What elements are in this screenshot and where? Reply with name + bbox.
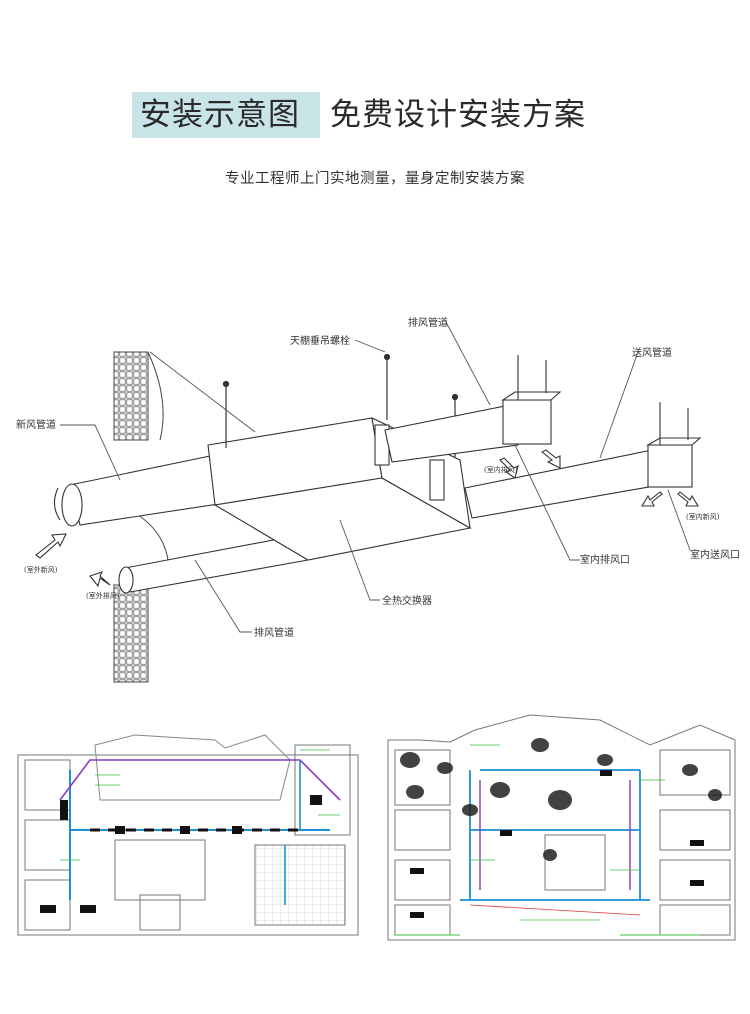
label-indoor-fresh: (室内新风) (686, 512, 720, 521)
exhaust-duct-upper (384, 355, 562, 463)
label-exhaust-duct-bottom: 排风管道 (254, 626, 294, 639)
label-heat-exchanger: 全热交换器 (382, 594, 432, 607)
label-ceiling-bolt: 天棚垂吊螺栓 (290, 334, 350, 347)
subtitle: 专业工程师上门实地测量，量身定制安装方案 (225, 171, 525, 187)
label-supply-duct: 送风管道 (632, 346, 672, 359)
label-outdoor-fresh: (室外新风) (24, 565, 58, 574)
label-outdoor-exhaust: (室外排风) (86, 591, 120, 600)
diagram-labels: 排风管道 天棚垂吊螺栓 送风管道 新风管道 (室内排风) (室内新风) (室外新… (16, 316, 740, 639)
label-fresh-air-duct: 新风管道 (16, 418, 56, 431)
airflow-arrows (35, 449, 699, 588)
leader-lines (60, 321, 691, 633)
heat-exchanger-box (207, 417, 472, 561)
floor-plan-left (17, 734, 359, 936)
wall-top-left (113, 351, 164, 441)
floor-plan-right (387, 714, 736, 941)
fresh-air-duct (53, 454, 226, 527)
label-indoor-exhaust: (室内排风) (484, 465, 518, 474)
label-indoor-supply-port: 室内送风口 (690, 548, 740, 561)
title-highlight-bg (132, 92, 320, 138)
title-row: 安装示意图 免费设计安装方案 (0, 92, 750, 140)
wall-bottom-left (113, 584, 149, 683)
label-indoor-exhaust-port: 室内排风口 (580, 553, 630, 566)
title-main: 免费设计安装方案 (330, 97, 586, 133)
supply-duct (464, 402, 702, 519)
title-highlight: 安装示意图 (140, 97, 300, 133)
label-exhaust-duct-top: 排风管道 (408, 316, 448, 329)
